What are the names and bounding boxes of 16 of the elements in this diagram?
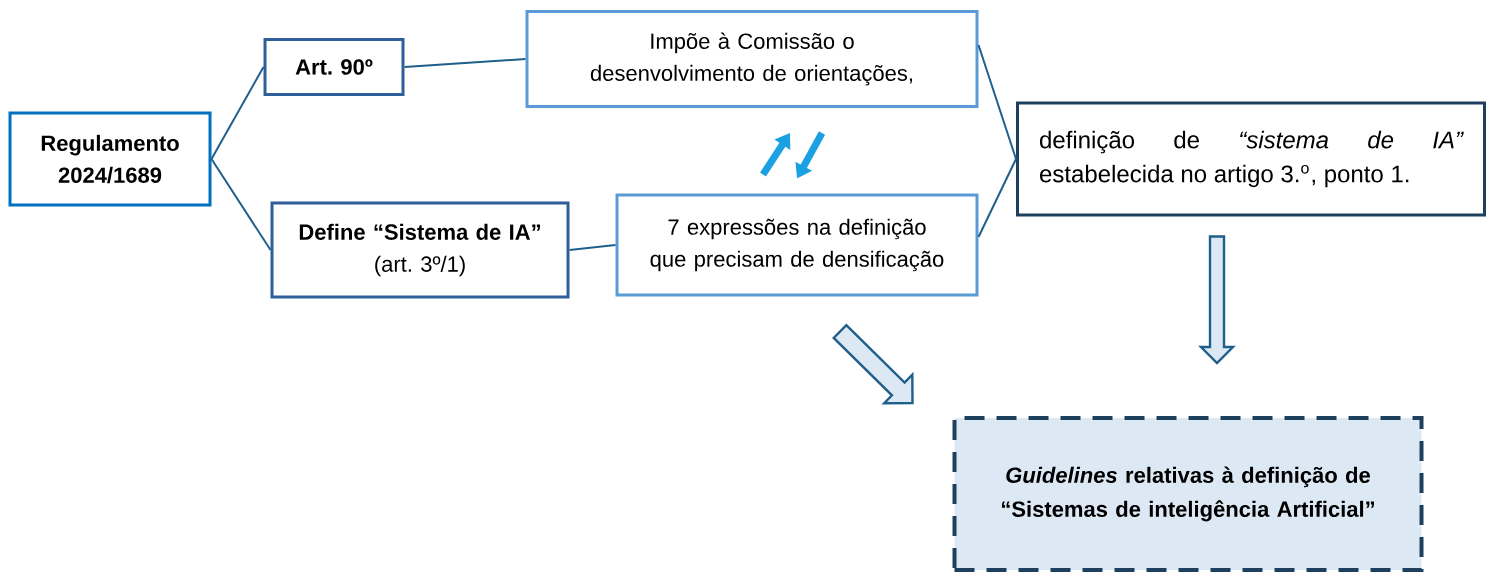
- connector-line: [977, 158, 1017, 238]
- block-arrow: [832, 323, 914, 405]
- connector-line: [568, 244, 617, 251]
- article-box: Art. 90º: [263, 38, 405, 96]
- arrow: [760, 133, 791, 177]
- process-box: Impõe à Comissão o desenvolvimento de orientações,: [525, 10, 979, 108]
- definition-box: Define “Sistema de IA” (art. 3º/1): [270, 201, 570, 299]
- connector-line: [210, 158, 272, 251]
- definition-box: definição de “sistema de IA” estabelecida no artigo 3.$^{o}$, ponto 1.: [1016, 101, 1486, 217]
- process-box: 7 expressões na definição que precisam de densificação: [615, 193, 979, 297]
- title-box: Regulamento 2024/1689: [8, 111, 212, 207]
- connector-line: [977, 44, 1017, 160]
- result-box: Guidelines relativas à definição de “Sistemas de inteligência Artificial”: [952, 416, 1424, 572]
- connector-line: [403, 58, 527, 68]
- block-arrow: [1198, 235, 1236, 365]
- connector-line: [210, 66, 265, 160]
